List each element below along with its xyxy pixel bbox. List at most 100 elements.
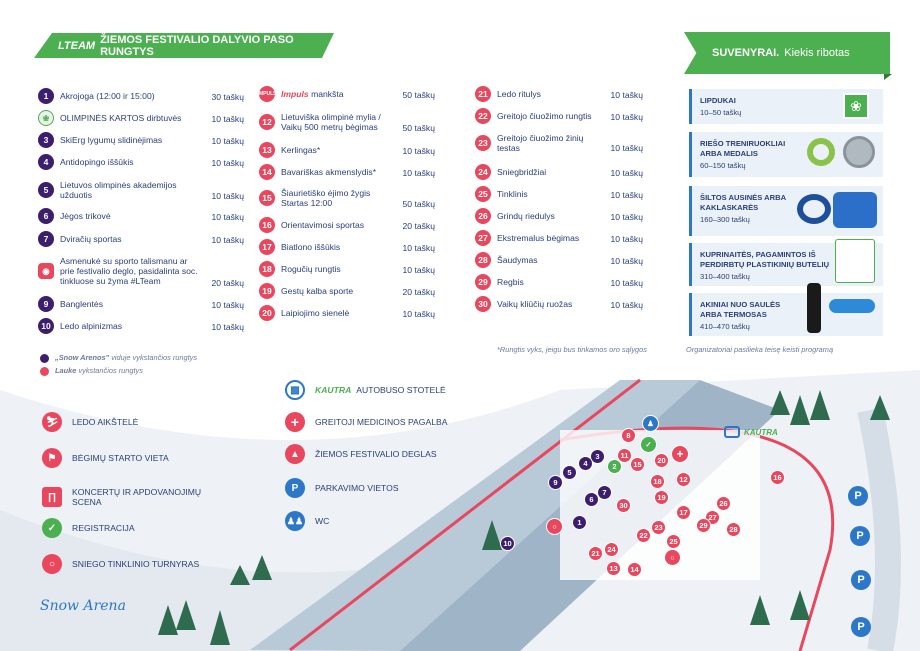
registration-icon: ✓ bbox=[42, 518, 62, 538]
task-number: 18 bbox=[259, 261, 275, 277]
task-points: 50 taškų bbox=[402, 123, 436, 133]
banner-fold bbox=[884, 74, 892, 80]
task-points: 20 taškų bbox=[402, 287, 436, 297]
map-marker-26: 26 bbox=[716, 496, 731, 511]
facility-ice-rink: ⛷ LEDO AIKŠTELĖ bbox=[42, 412, 138, 432]
souvenir-title: AKINIAI NUO SAULĖS ARBA TERMOSAS bbox=[700, 300, 781, 319]
task-label: Gestų kalba sporte bbox=[281, 286, 354, 296]
tree bbox=[750, 595, 770, 625]
map-kautra-label: KAUTRA bbox=[744, 427, 778, 437]
outdoor-legend: Lauke vykstančios rungtys bbox=[40, 366, 143, 376]
map-marker-9: 9 bbox=[548, 475, 563, 490]
task-points: 10 taškų bbox=[211, 212, 245, 222]
task-points: 20 taškų bbox=[211, 278, 245, 288]
sticker-icon: ❀ bbox=[843, 93, 869, 119]
volleyball-icon: ○ bbox=[42, 554, 62, 574]
scarf-icon bbox=[833, 192, 877, 228]
task-item: ❀ OLIMPINĖS KARTOS dirbtuvės bbox=[38, 110, 181, 126]
skate-icon: ⛷ bbox=[42, 412, 62, 432]
facility-label: SNIEGO TINKLINIO TURNYRAS bbox=[72, 559, 200, 569]
task-points: 10 taškų bbox=[211, 114, 245, 124]
task-item: 9 Banglentės bbox=[38, 296, 103, 312]
task-number: 27 bbox=[475, 230, 491, 246]
souvenir-sunglasses: AKINIAI NUO SAULĖS ARBA TERMOSAS 410–470… bbox=[689, 283, 883, 336]
task-number: 20 bbox=[259, 305, 275, 321]
map-marker-5: 5 bbox=[562, 465, 577, 480]
map-marker-7: 7 bbox=[597, 485, 612, 500]
task-number: 25 bbox=[475, 186, 491, 202]
indoor-brand: „Snow Arenos" bbox=[55, 353, 110, 362]
task-number: 10 bbox=[38, 318, 54, 334]
tree bbox=[790, 395, 810, 425]
impuls-label: mankšta bbox=[311, 89, 344, 99]
task-points: 10 taškų bbox=[610, 278, 644, 288]
task-points: 10 taškų bbox=[211, 158, 245, 168]
map-bus-stop: KAUTRA bbox=[724, 426, 783, 438]
task-points: 50 taškų bbox=[402, 90, 436, 100]
facility-race-start: ⚑ BĖGIMŲ STARTO VIETA bbox=[42, 448, 169, 468]
souvenir-stickers: LIPDUKAI 10–50 taškų ❀ bbox=[689, 89, 883, 124]
task-number: 21 bbox=[475, 86, 491, 102]
task-points: 20 taškų bbox=[402, 221, 436, 231]
headband-icon bbox=[797, 194, 831, 224]
thermos-icon bbox=[807, 283, 821, 333]
task-points: 10 taškų bbox=[402, 309, 436, 319]
map-marker-19: 19 bbox=[654, 490, 669, 505]
souvenir-wristbands: RIEŠO TRENIRUOKLIAI ARBA MEDALIS 60–150 … bbox=[689, 132, 883, 177]
map-volleyball-icon: ○ bbox=[664, 549, 681, 566]
task-points: 10 taškų bbox=[211, 136, 245, 146]
souvenir-points: 60–150 taškų bbox=[700, 161, 746, 170]
map-marker-21: 21 bbox=[588, 546, 603, 561]
task-number: 9 bbox=[38, 296, 54, 312]
map-marker-18: 18 bbox=[650, 474, 665, 489]
task-number: 23 bbox=[475, 135, 491, 151]
task-number: 7 bbox=[38, 231, 54, 247]
wc-icon: ♟♟ bbox=[285, 511, 305, 531]
outdoor-brand: Lauke bbox=[55, 366, 77, 375]
weather-note: *Rungtis vyks, jeigu bus tinkamos oro są… bbox=[497, 345, 647, 354]
map-marker-1: 1 bbox=[572, 515, 587, 530]
task-item: 23 Greitojo čiuožimo žinių testas bbox=[475, 133, 585, 153]
task-number: 1 bbox=[38, 88, 54, 104]
tree bbox=[482, 520, 502, 550]
task-number: 26 bbox=[475, 208, 491, 224]
task-points: 10 taškų bbox=[211, 235, 245, 245]
road bbox=[857, 407, 901, 651]
task-item: 7 Dviračių sportas bbox=[38, 231, 122, 247]
tree bbox=[176, 600, 196, 630]
task-points: 50 taškų bbox=[402, 199, 436, 209]
task-label: Šaudymas bbox=[497, 255, 538, 265]
facility-torch: ▲ ŽIEMOS FESTIVALIO DEGLAS bbox=[285, 444, 437, 464]
souvenir-backpacks: KUPRINAITĖS, PAGAMINTOS IŠ PERDIRBTŲ PLA… bbox=[689, 239, 883, 286]
task-points: 10 taškų bbox=[610, 112, 644, 122]
souvenir-points: 410–470 taškų bbox=[700, 322, 750, 331]
task-label: Jėgos trikovė bbox=[60, 211, 111, 221]
parking-marker: P bbox=[848, 486, 868, 506]
task-points: 10 taškų bbox=[211, 191, 245, 201]
map-marker-23: 23 bbox=[651, 520, 666, 535]
indoor-text: viduje vykstančios rungtys bbox=[111, 353, 198, 362]
task-item: ◉ Asmenukė su sporto talismanu ar prie f… bbox=[38, 256, 198, 286]
arena-roof-stripe bbox=[289, 378, 641, 651]
task-item: 25 Tinklinis bbox=[475, 186, 528, 202]
task-label: Greitojo čiuožimo žinių testas bbox=[497, 133, 584, 153]
task-label: Dviračių sportas bbox=[60, 234, 122, 244]
souvenirs-banner: SUVENYRAI. Kiekis ribotas bbox=[684, 32, 890, 74]
task-label: OLIMPINĖS KARTOS dirbtuvės bbox=[60, 113, 182, 123]
task-points: 10 taškų bbox=[211, 322, 245, 332]
task-points: 10 taškų bbox=[610, 143, 644, 153]
map-marker-30: 30 bbox=[616, 498, 631, 513]
tasks-column-3: 21 Ledo ritulys 10 taškų 22 Greitojo čiu… bbox=[475, 86, 643, 316]
task-label: Orientavimosi sportas bbox=[281, 220, 365, 230]
task-item: 24 Sniegbridžiai bbox=[475, 164, 546, 180]
task-item: 10 Ledo alpinizmas bbox=[38, 318, 122, 334]
task-number: 19 bbox=[259, 283, 275, 299]
task-label: Asmenukė su sporto talismanu ar prie fes… bbox=[60, 256, 198, 286]
souvenir-points: 10–50 taškų bbox=[700, 108, 742, 117]
first-aid-icon: + bbox=[285, 412, 305, 432]
facility-label: GREITOJI MEDICINOS PAGALBA bbox=[315, 417, 448, 427]
task-points: 10 taškų bbox=[402, 243, 436, 253]
indoor-legend: „Snow Arenos" viduje vykstančios rungtys bbox=[40, 353, 197, 363]
task-item: 21 Ledo ritulys bbox=[475, 86, 541, 102]
task-item: 3 SkiErg lygumų slidinėjimas bbox=[38, 132, 162, 148]
